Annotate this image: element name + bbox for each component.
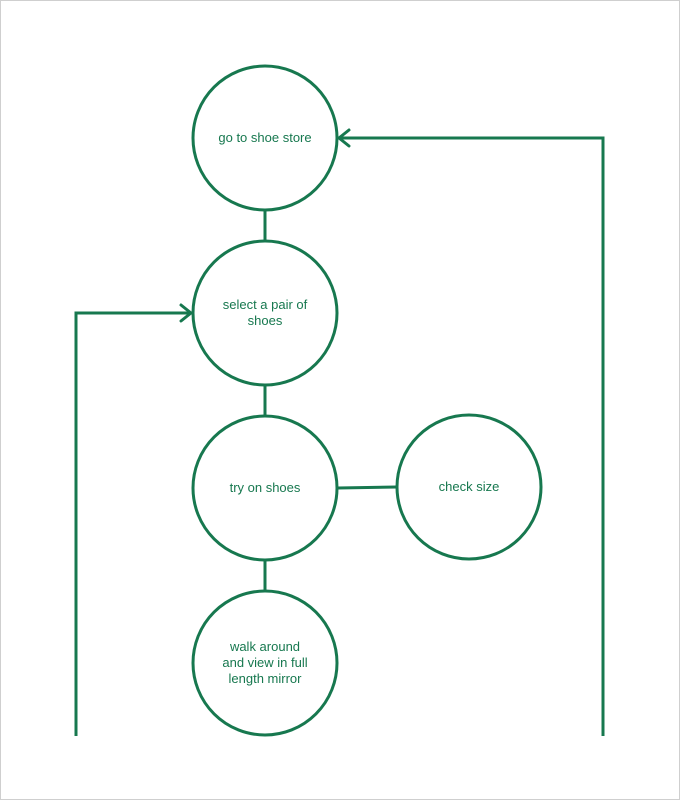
node-check-size-circle [395, 413, 543, 561]
node-label-check-size: check size [409, 479, 529, 495]
node-label-try-on-shoes: try on shoes [205, 480, 325, 496]
node-label-line: walk around [229, 639, 301, 654]
node-label-line: shoes [247, 313, 283, 328]
node-label-select-pair: select a pair of shoes [205, 297, 325, 329]
node-try-on-shoes-circle [191, 414, 339, 562]
node-go-to-shoe-store-circle [191, 64, 339, 212]
node-label-line: and view in full [222, 655, 308, 670]
right-loop-line [339, 136, 605, 736]
node-label-line: length mirror [228, 671, 302, 686]
left-loop-line [74, 311, 191, 736]
node-label-line: check size [438, 479, 500, 494]
node-label-line: try on shoes [229, 480, 301, 495]
right-loop-arrowhead [337, 128, 351, 148]
node-select-pair-circle [191, 239, 339, 387]
node-label-go-to-shoe-store: go to shoe store [205, 130, 325, 146]
connector-try-to-check [337, 485, 398, 490]
node-label-line: go to shoe store [218, 130, 312, 145]
node-label-line: select a pair of [222, 297, 308, 312]
left-loop-arrowhead [179, 303, 193, 323]
node-walk-around-circle [191, 589, 339, 737]
node-label-walk-around: walk around and view in full length mirr… [205, 639, 325, 687]
